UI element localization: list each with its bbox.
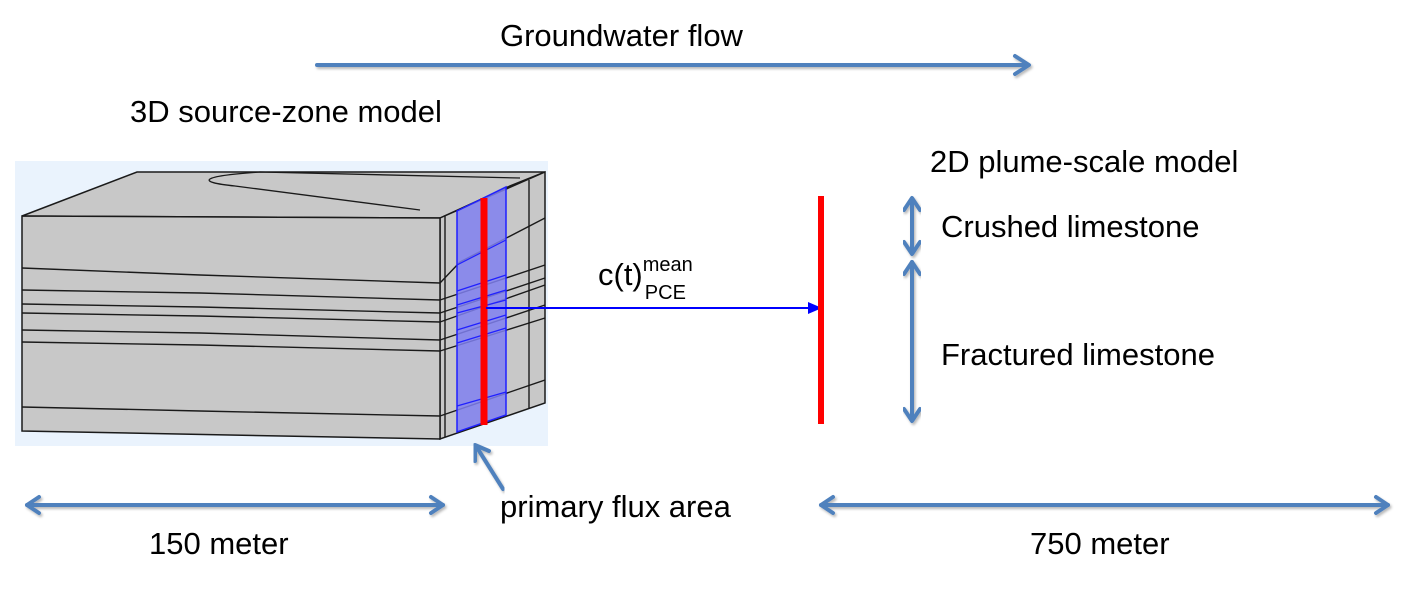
dimension-150m-label: 150 meter [149,526,289,561]
source-zone-model-label: 3D source-zone model [130,94,442,129]
groundwater-flow-label: Groundwater flow [500,18,744,53]
crushed-limestone-arrow [902,196,922,256]
flux-area-label: primary flux area [500,489,732,524]
dimension-750m-arrow [819,495,1390,515]
fractured-limestone-label: Fractured limestone [941,337,1215,372]
crushed-limestone-label: Crushed limestone [941,209,1199,244]
fractured-limestone-arrow [902,260,922,423]
flux-area-pointer-arrow [473,443,505,491]
dimension-150m-arrow [25,495,445,515]
source-zone-model-image [15,161,548,446]
groundwater-flow-arrow [315,54,1031,76]
dimension-750m-label: 750 meter [1030,526,1170,561]
flux-link-arrow [486,302,822,314]
plume-scale-model-label: 2D plume-scale model [930,144,1238,179]
